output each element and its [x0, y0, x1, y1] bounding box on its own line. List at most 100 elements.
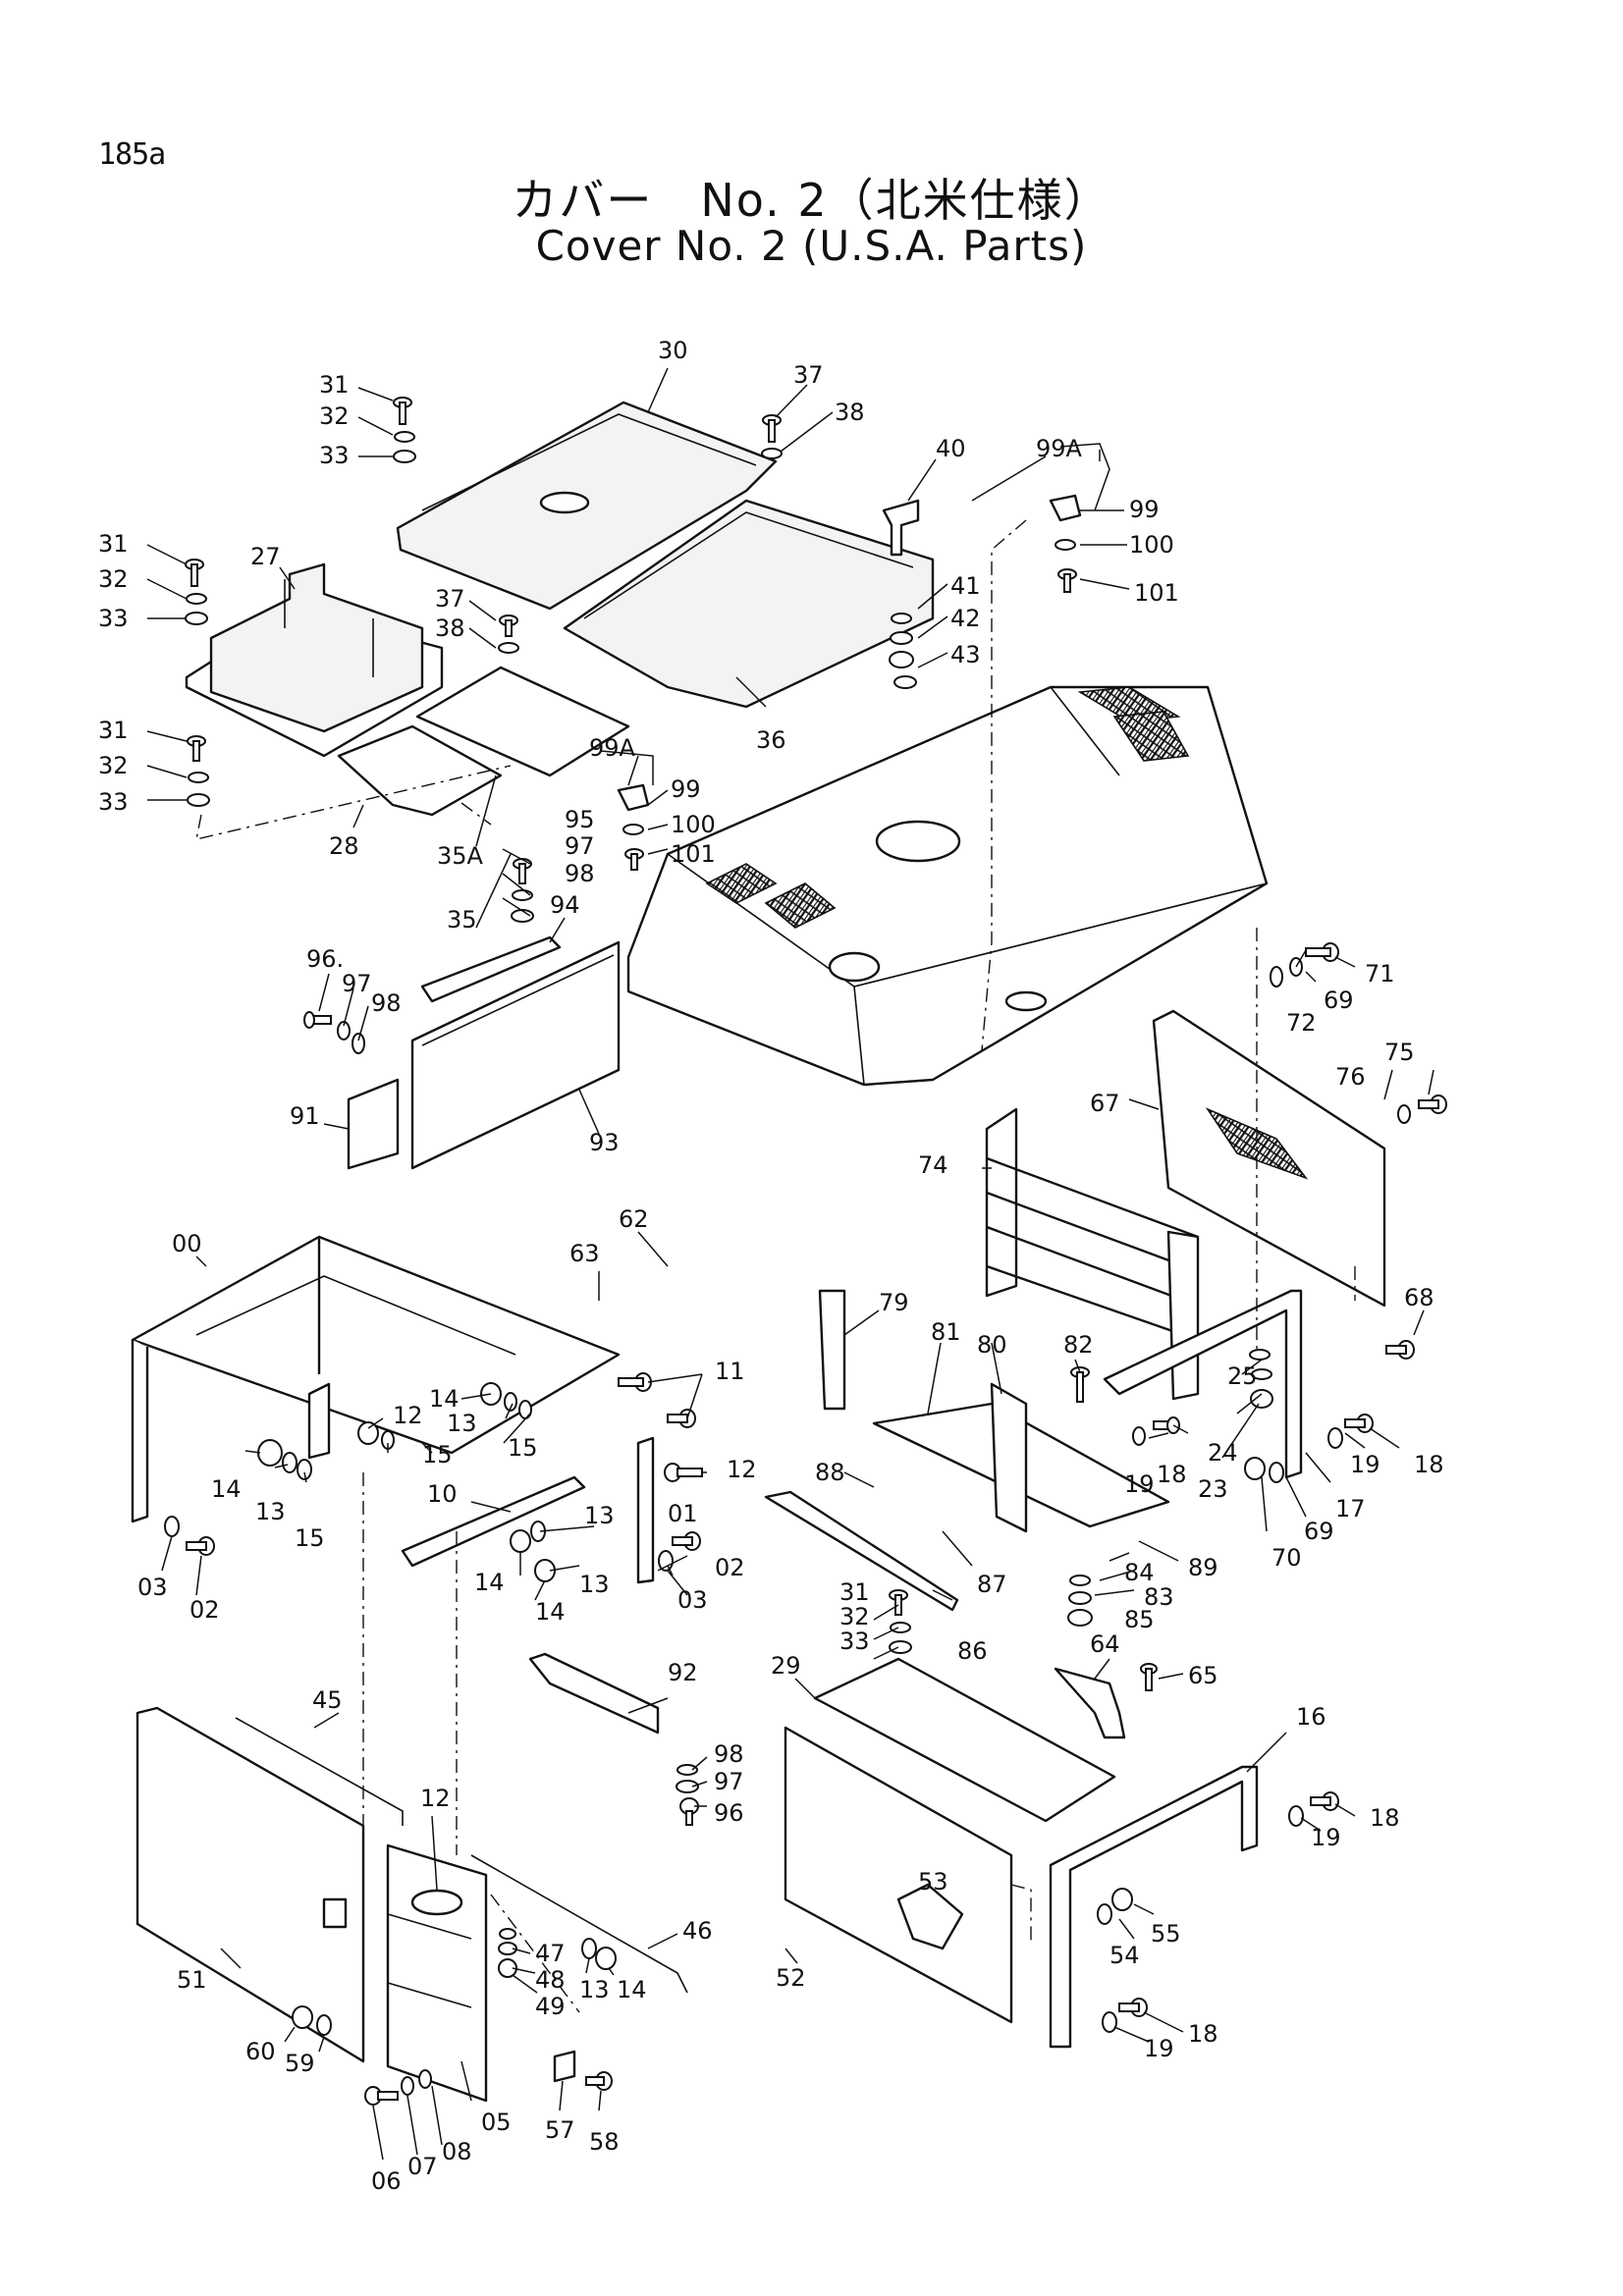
latch-icon — [617, 783, 650, 812]
callout-88: 88 — [815, 1459, 845, 1486]
callout-95: 95 — [565, 806, 595, 833]
cover-plate-30 — [396, 400, 778, 611]
callout-33: 33 — [98, 788, 129, 816]
callout-101: 101 — [1134, 579, 1179, 607]
nut-icon — [889, 651, 914, 668]
callout-98: 98 — [371, 989, 402, 1017]
washer-icon — [1327, 1427, 1343, 1449]
bolt-icon — [1153, 1416, 1180, 1434]
callout-81: 81 — [931, 1318, 961, 1346]
washer-icon — [1270, 966, 1283, 988]
callout-12: 12 — [393, 1402, 423, 1429]
cover-plate-36 — [563, 499, 935, 709]
callout-97: 97 — [714, 1768, 744, 1795]
title-english: Cover No. 2 (U.S.A. Parts) — [535, 222, 1088, 270]
bolt-icon — [672, 1531, 701, 1551]
cover-plate-35 — [415, 666, 630, 777]
washer-icon — [1069, 1575, 1091, 1586]
bolt-icon — [1418, 1095, 1447, 1114]
latch-icon — [882, 499, 920, 557]
callout-38: 38 — [835, 399, 865, 426]
callout-08: 08 — [442, 2138, 472, 2165]
callout-59: 59 — [285, 2050, 315, 2077]
nut-icon — [1111, 1888, 1133, 1911]
nut-icon — [595, 1947, 617, 1970]
frame-16 — [1049, 1765, 1259, 2049]
washer-icon — [1397, 1104, 1411, 1124]
callout-72: 72 — [1286, 1009, 1317, 1037]
door-51 — [135, 1706, 365, 2063]
callout-46: 46 — [682, 1917, 713, 1945]
washer-icon — [316, 2014, 332, 2036]
bolt-icon — [585, 2071, 613, 2091]
bracket-92 — [528, 1652, 660, 1735]
callout-02: 02 — [189, 1596, 220, 1624]
washer-icon — [1097, 1903, 1112, 1925]
callout-13: 13 — [447, 1410, 477, 1437]
bolt-icon — [1385, 1340, 1415, 1360]
callout-75: 75 — [1384, 1039, 1415, 1066]
washer-icon — [504, 1392, 517, 1412]
callout-18: 18 — [1414, 1451, 1444, 1478]
bolt-icon — [1305, 942, 1339, 962]
callout-19: 19 — [1144, 2035, 1174, 2062]
washer-icon — [394, 431, 415, 443]
callout-84: 84 — [1124, 1559, 1155, 1586]
bolt-icon — [303, 1011, 332, 1029]
washer-icon — [188, 772, 209, 783]
callout-28: 28 — [329, 832, 359, 860]
washer-icon — [498, 642, 519, 654]
callout-92: 92 — [668, 1659, 698, 1686]
bolt-icon — [664, 1463, 703, 1482]
callout-14: 14 — [211, 1475, 242, 1503]
callout-24: 24 — [1208, 1439, 1238, 1467]
bolt-icon — [1118, 1998, 1148, 2017]
callout-14: 14 — [617, 1976, 647, 2003]
callout-79: 79 — [879, 1289, 909, 1316]
callout-01: 01 — [668, 1500, 698, 1527]
callout-101: 101 — [671, 840, 716, 868]
callout-32: 32 — [98, 752, 129, 779]
washer-icon — [676, 1780, 699, 1793]
callout-31: 31 — [98, 717, 129, 744]
callout-30: 30 — [658, 337, 688, 364]
callout-71: 71 — [1365, 960, 1395, 988]
callout-99: 99 — [1129, 496, 1160, 523]
callout-27: 27 — [250, 543, 281, 570]
bolt-icon — [667, 1409, 696, 1428]
callout-32: 32 — [98, 565, 129, 593]
bracket-80 — [990, 1382, 1028, 1533]
callout-96: 96 — [714, 1799, 744, 1827]
callout-25: 25 — [1227, 1362, 1258, 1390]
washer-icon — [1068, 1591, 1092, 1605]
latch-icon — [1049, 494, 1082, 522]
bolt-icon — [624, 848, 644, 871]
washer-icon — [1132, 1426, 1146, 1446]
nut-icon — [357, 1421, 379, 1445]
callout-98: 98 — [565, 860, 595, 887]
callout-19: 19 — [1311, 1824, 1341, 1851]
callout-93: 93 — [589, 1129, 620, 1156]
callout-97: 97 — [342, 970, 372, 997]
callout-13: 13 — [255, 1498, 286, 1525]
nut-icon — [1250, 1389, 1273, 1409]
washer-icon — [1102, 2011, 1117, 2033]
callout-18: 18 — [1188, 2020, 1218, 2048]
washer-icon — [889, 1640, 912, 1654]
callout-98: 98 — [714, 1740, 744, 1768]
callout-87: 87 — [977, 1571, 1007, 1598]
callout-45: 45 — [312, 1686, 343, 1714]
callout-33: 33 — [839, 1628, 870, 1655]
nut-icon — [292, 2005, 313, 2029]
bolt-icon — [762, 414, 782, 443]
callout-65: 65 — [1188, 1662, 1218, 1689]
callout-18: 18 — [1157, 1461, 1187, 1488]
callout-32: 32 — [839, 1603, 870, 1630]
handle-46 — [470, 1854, 688, 1994]
bolt-icon — [187, 735, 206, 762]
callout-29: 29 — [771, 1652, 801, 1680]
washer-icon — [498, 1942, 517, 1955]
callout-58: 58 — [589, 2128, 620, 2156]
callout-03: 03 — [137, 1574, 168, 1601]
